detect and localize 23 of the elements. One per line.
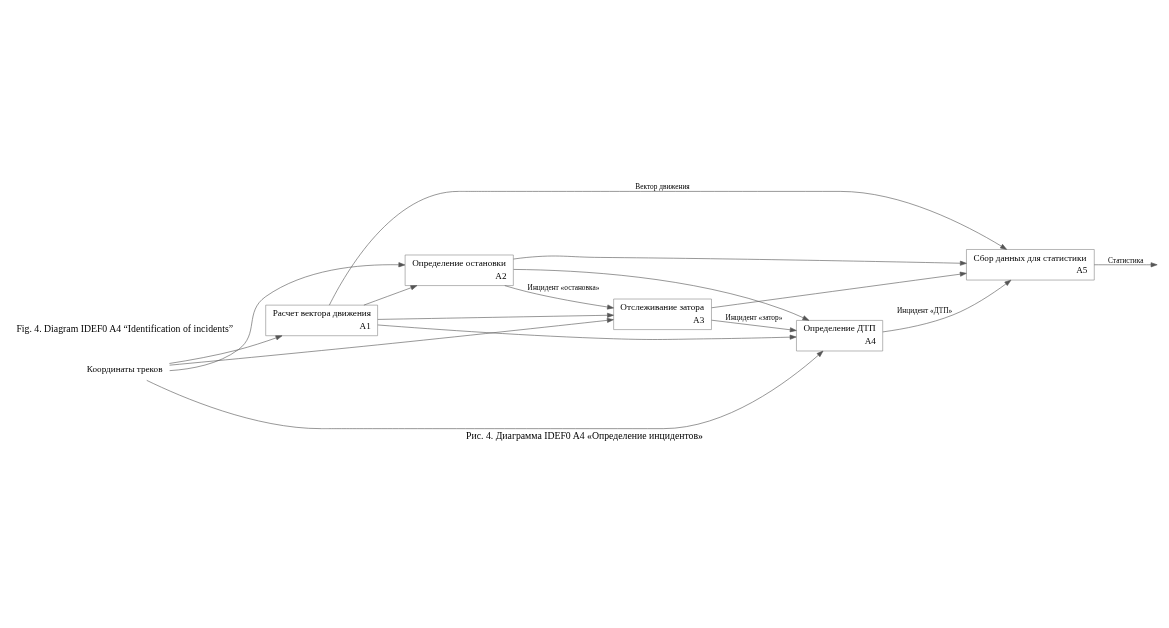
arrow bbox=[377, 312, 614, 320]
arrow bbox=[882, 279, 1012, 333]
caption: Рис. 4. Диаграмма IDEF0 A4 «Определение инцидентов» bbox=[466, 429, 703, 441]
arrow bbox=[169, 335, 283, 364]
node-box: Определение ДТП A4 bbox=[796, 320, 883, 352]
arrow bbox=[377, 324, 797, 340]
node-box: Сбор данных для статистики A5 bbox=[966, 249, 1095, 281]
node-box: Расчет вектора движения A1 bbox=[265, 304, 378, 336]
arrow bbox=[504, 285, 614, 310]
arrow bbox=[513, 255, 967, 266]
node-box: Определение остановки A2 bbox=[404, 254, 514, 286]
arrow bbox=[513, 269, 810, 321]
arrow bbox=[363, 285, 418, 306]
arrow bbox=[1094, 262, 1158, 268]
arrow bbox=[146, 350, 824, 429]
label: Fig. 4. Diagram IDEF0 A4 “Identification of incidents” bbox=[16, 322, 234, 334]
arrow bbox=[711, 271, 967, 309]
arrow bbox=[169, 262, 406, 371]
node-box: Отслеживание затора A3 bbox=[613, 298, 712, 330]
arrow bbox=[711, 319, 797, 333]
node-text: Координаты треков bbox=[86, 363, 163, 374]
arrow bbox=[169, 317, 614, 366]
arrow bbox=[329, 191, 1007, 306]
